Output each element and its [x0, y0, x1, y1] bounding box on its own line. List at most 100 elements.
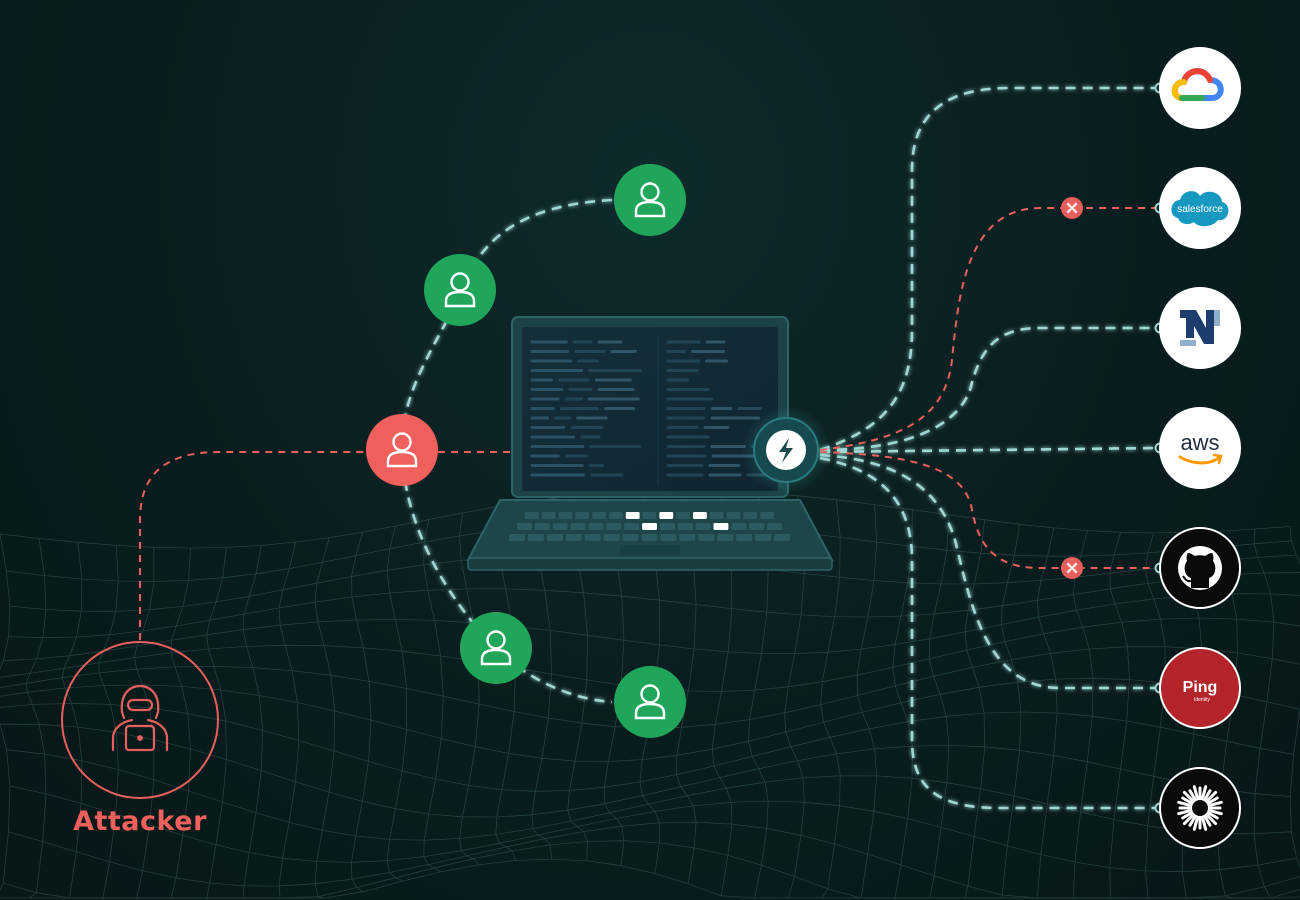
keyboard-key — [731, 523, 747, 530]
keyboard-key — [622, 534, 639, 541]
keyboard-key — [552, 523, 568, 530]
path-hub-github — [819, 451, 1160, 569]
keyboard-key — [575, 512, 590, 519]
keyboard-key — [659, 512, 674, 519]
terrain-column — [133, 547, 155, 899]
path-hub-google-cloud — [819, 86, 1160, 452]
user-icon — [386, 432, 418, 468]
keyboard-key — [570, 523, 586, 530]
keyboard-key — [603, 534, 620, 541]
keyboard-key — [677, 523, 693, 530]
user-2-node — [424, 254, 496, 326]
keyboard-key — [642, 512, 657, 519]
path-hub-salesforce — [819, 207, 1160, 451]
aws-node: aws — [1154, 407, 1241, 489]
user-icon — [480, 630, 512, 666]
keyboard-key — [588, 523, 604, 530]
terrain-column — [423, 519, 444, 873]
user-icon — [634, 684, 666, 720]
google-cloud-node — [1154, 47, 1241, 129]
github-node — [1061, 527, 1241, 609]
keyboard-key — [743, 512, 758, 519]
keyboard-key — [642, 523, 657, 530]
terrain-column — [170, 548, 191, 899]
keyboard-key — [693, 512, 707, 519]
users-group — [366, 164, 686, 738]
keyboard-key — [695, 523, 711, 530]
lightning-icon — [779, 438, 793, 463]
terrain-column — [1109, 532, 1130, 899]
netsuite-logo — [1180, 310, 1220, 346]
terrain-column — [98, 545, 119, 899]
netsuite-node — [1154, 287, 1241, 369]
keyboard-key — [609, 512, 623, 519]
terrain-column — [1072, 530, 1094, 899]
terrain-row — [3, 593, 1300, 662]
user-icon — [444, 272, 476, 308]
keyboard-key — [760, 512, 774, 519]
keyboard-key — [517, 523, 532, 530]
keyboard-key — [606, 523, 622, 530]
user-1-node — [614, 164, 686, 236]
keyboard-key — [527, 534, 544, 541]
blocked-icon — [1061, 197, 1083, 219]
terrain-column — [964, 519, 986, 899]
keyboard-key — [755, 534, 771, 541]
keyboard-key — [660, 534, 677, 541]
hacker-icon — [111, 684, 169, 752]
user-5-node — [614, 666, 686, 738]
keyboard-key — [565, 534, 582, 541]
terrain-column — [0, 533, 11, 892]
ping-text: Ping — [1183, 679, 1218, 696]
terrain-column — [314, 537, 336, 899]
terrain-column — [278, 542, 300, 899]
keyboard-key — [558, 512, 573, 519]
keyboard-key — [659, 523, 675, 530]
terrain-row — [0, 858, 1300, 899]
terrain-column — [1000, 524, 1022, 899]
terrain-column — [25, 538, 47, 899]
keyboard-key — [592, 512, 606, 519]
keyboard-key — [709, 512, 724, 519]
terrain-column — [639, 490, 660, 874]
terrain-row — [0, 723, 1291, 818]
terrain-column — [206, 547, 227, 899]
attack-connections — [139, 207, 1160, 640]
terrain-row — [3, 840, 1300, 899]
aws-text: aws — [1180, 430, 1219, 455]
salesforce-logo: salesforce — [1171, 191, 1229, 227]
okta-node — [1154, 767, 1241, 849]
salesforce-node: salesforce — [1061, 167, 1241, 249]
keyboard-key — [534, 523, 550, 530]
keyboard-key — [624, 523, 640, 530]
terrain-column — [242, 545, 264, 899]
terrain-column — [820, 499, 841, 899]
laptop — [466, 316, 834, 571]
terrain-column — [386, 525, 407, 882]
blocked-icon — [1061, 557, 1083, 579]
terrain-column — [1289, 526, 1300, 868]
user-icon — [634, 182, 666, 218]
terrain-column — [351, 531, 372, 893]
keyboard-key — [546, 534, 563, 541]
google-cloud-logo — [1171, 68, 1224, 101]
keyboard-key — [713, 523, 729, 530]
keyboard-key — [767, 523, 782, 530]
keyboard-key — [749, 523, 765, 530]
user-3-node — [366, 414, 438, 486]
keyboard-key — [541, 512, 556, 519]
okta-logo — [1177, 785, 1223, 831]
keyboard-key — [625, 512, 640, 519]
keyboard-key — [641, 534, 658, 541]
aws-logo: aws — [1178, 430, 1223, 465]
code-lines — [530, 334, 769, 486]
terrain-column — [676, 490, 697, 884]
security-hub — [742, 406, 830, 494]
keyboard-key — [774, 534, 790, 541]
terrain-column — [928, 514, 950, 899]
github-logo — [1178, 546, 1222, 590]
